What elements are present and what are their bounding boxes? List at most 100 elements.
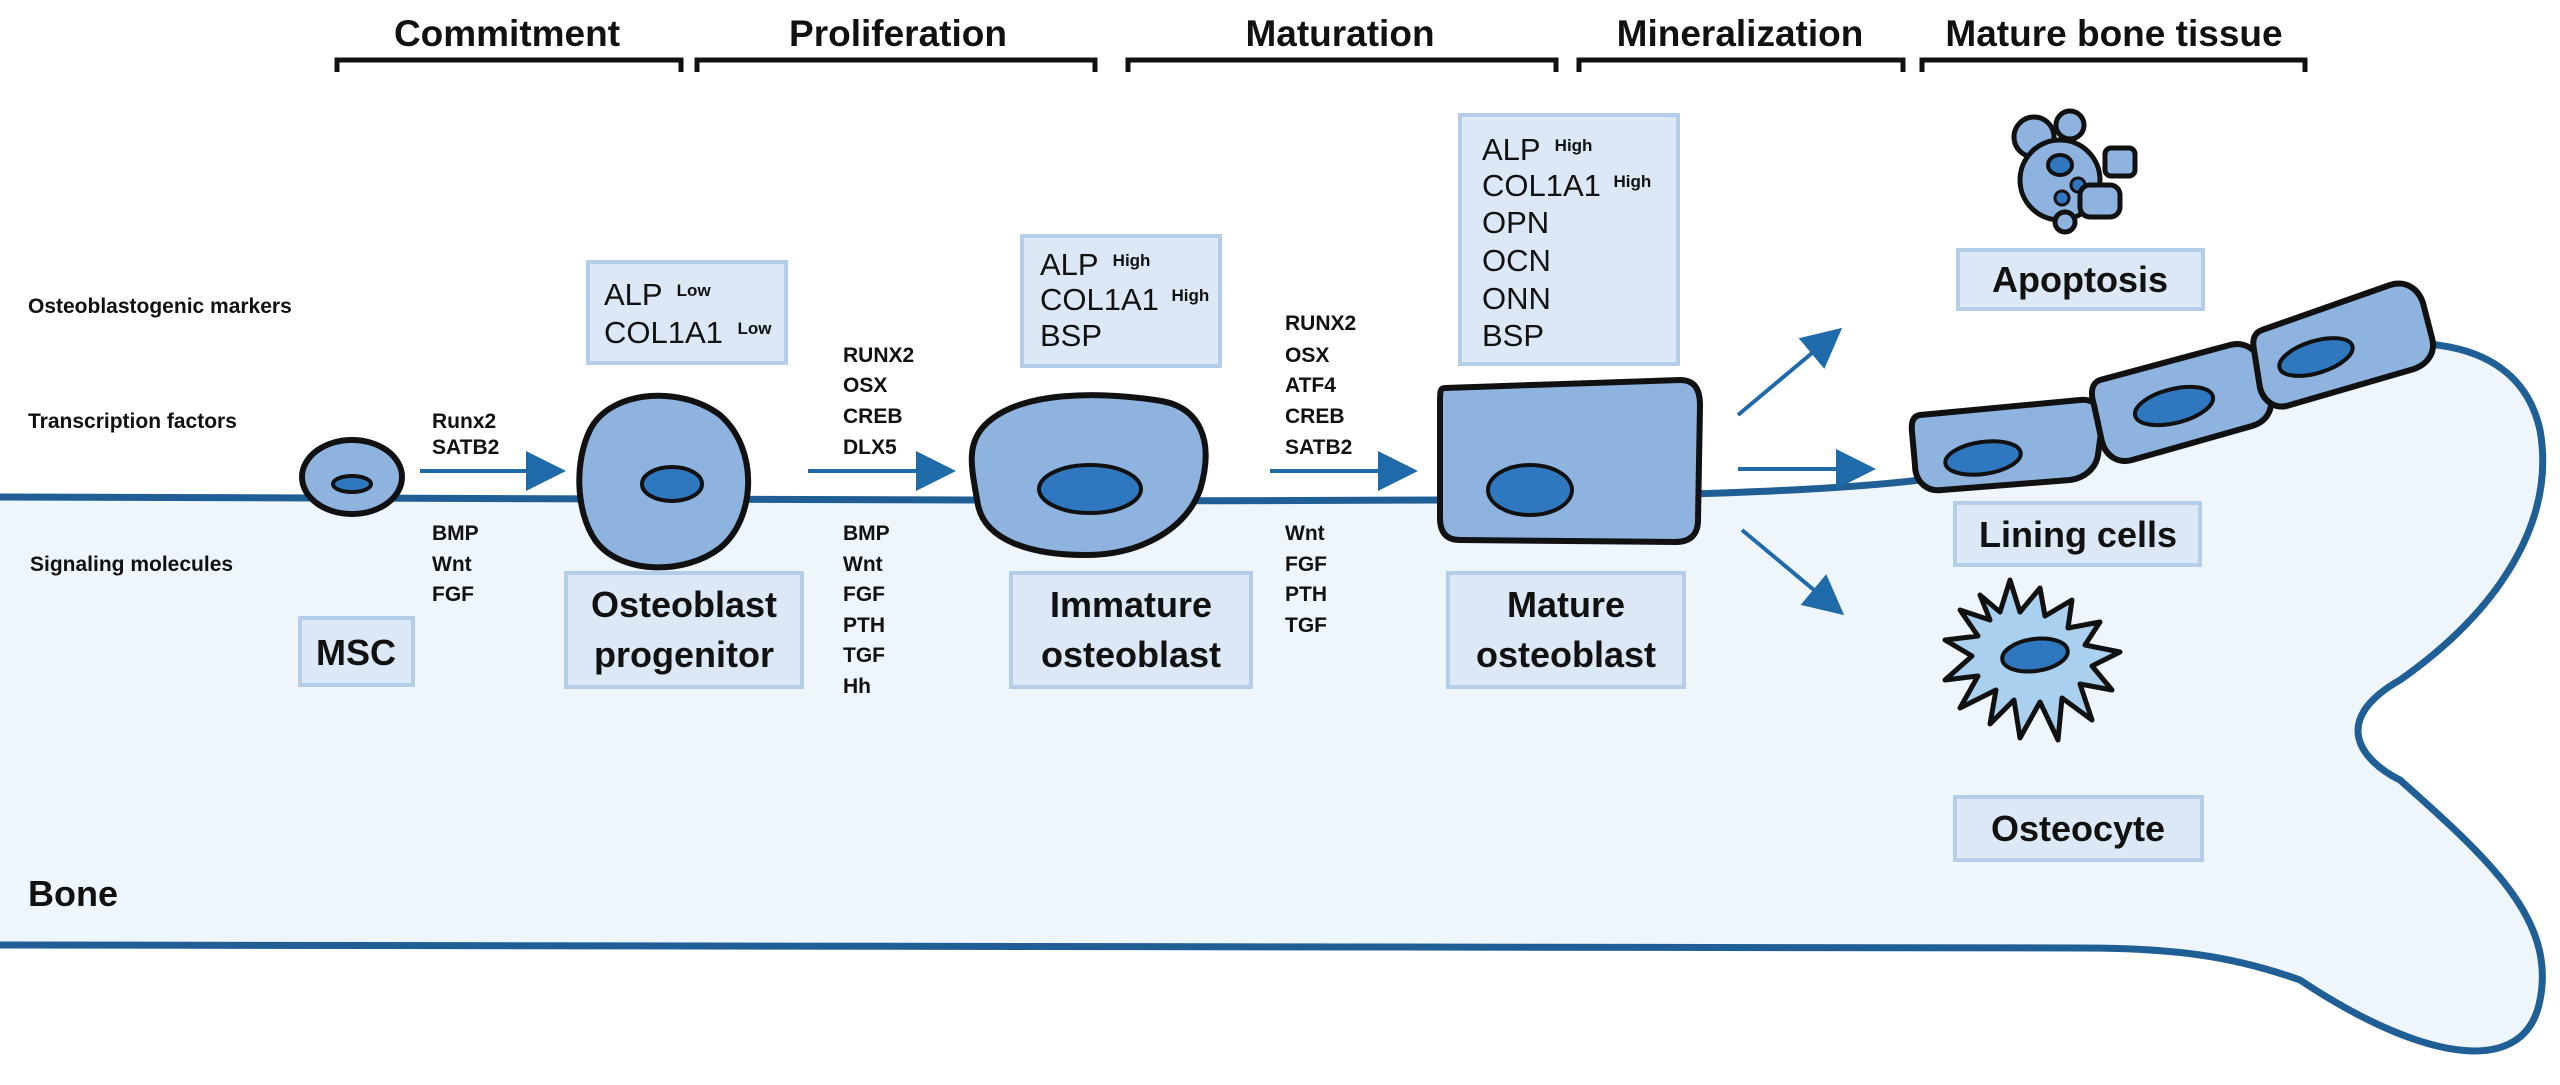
cell-name-immature-line1: Immature [1050,584,1212,625]
tf-step2-item: RUNX2 [843,344,914,367]
svg-text:COL1A1 Low: COL1A1 Low [604,315,772,350]
row-label-transcription: Transcription factors [28,410,237,433]
cell-name-progenitor-line2: progenitor [594,634,774,675]
signaling-step1: BMP Wnt FGF [432,522,479,606]
cell-label-msc: MSC [298,616,415,687]
marker-box-progenitor: ALP Low COL1A1 Low [586,260,788,365]
marker-level: High [1614,172,1652,191]
marker-name: COL1A1 [604,315,723,350]
svg-text:ALP High: ALP High [1482,132,1592,167]
stage-mature-bone-tissue: Mature bone tissue [1945,13,2282,54]
fate-name-lining: Lining cells [1979,514,2177,555]
arrow-to-osteocyte [1740,528,1845,616]
svg-text:COL1A1 High: COL1A1 High [1482,168,1651,203]
tf-step1-item: Runx2 [432,410,496,433]
cell-label-mature: Mature osteoblast [1446,571,1686,689]
marker-level: Low [738,319,773,338]
fate-name-apoptosis: Apoptosis [1992,259,2168,300]
bracket-proliferation [694,57,1098,72]
tf-step3-item: RUNX2 [1285,312,1356,335]
progression-arrows [420,327,1876,616]
transcription-factors-step3: RUNX2 OSX ATF4 CREB SATB2 [1285,312,1356,459]
marker-box-mature: ALP High COL1A1 High OPN OCN ONN BSP [1458,113,1680,366]
signaling-step3: Wnt FGF PTH TGF [1285,522,1327,637]
marker-name: ALP [604,277,662,312]
lining-cell-nucleus [2277,336,2355,378]
sig-step3-item: Wnt [1285,522,1325,545]
osteocyte-nucleus [2000,636,2070,674]
transcription-factors-step2: RUNX2 OSX CREB DLX5 [843,344,914,459]
osteocyte-cell [1942,577,2123,743]
sig-step3-item: TGF [1285,614,1327,637]
stage-commitment: Commitment [394,13,620,54]
marker-name: ALP [1482,132,1540,167]
svg-text:ALP Low: ALP Low [604,277,711,312]
sig-step2-item: FGF [843,583,885,606]
lining-cell-nucleus [2132,384,2216,428]
sig-step1-item: BMP [432,522,479,545]
svg-text:ALP High: ALP High [1040,247,1150,282]
marker-name: ALP [1040,247,1098,282]
bracket-mature-bone [1919,57,2308,72]
cell-name-progenitor-line1: Osteoblast [591,584,777,625]
sig-step1-item: Wnt [432,553,472,576]
bracket-maturation [1125,57,1559,72]
stage-brackets [334,57,2308,72]
tf-step3-item: CREB [1285,405,1345,428]
cell-name-mature-line1: Mature [1507,584,1625,625]
tf-step2-item: DLX5 [843,436,897,459]
sig-step2-item: PTH [843,614,885,637]
fate-label-lining: Lining cells [1953,501,2202,567]
mature-nucleus [1486,463,1574,517]
sig-step3-item: PTH [1285,583,1327,606]
marker-level: High [1555,136,1593,155]
bone-label: Bone [28,873,118,914]
marker-level: High [1172,286,1210,305]
cell-label-immature: Immature osteoblast [1009,571,1253,689]
marker-name: OCN [1482,243,1551,278]
row-label-signaling: Signaling molecules [30,553,233,576]
marker-name: ONN [1482,281,1551,316]
stage-mineralization: Mineralization [1617,13,1864,54]
bracket-mineralization [1576,57,1906,72]
row-label-markers: Osteoblastogenic markers [28,295,292,318]
cell-name-msc: MSC [316,632,396,673]
signaling-step2: BMP Wnt FGF PTH TGF Hh [843,522,890,698]
apoptotic-cell [2011,108,2138,235]
fate-name-osteocyte: Osteocyte [1991,808,2165,849]
sig-step3-item: FGF [1285,553,1327,576]
sig-step2-item: BMP [843,522,890,545]
fate-label-osteocyte: Osteocyte [1953,795,2204,862]
marker-name: COL1A1 [1040,282,1159,317]
tf-step3-item: OSX [1285,344,1329,367]
cell-name-mature-line2: osteoblast [1476,634,1656,675]
transcription-factors-step1: Runx2 SATB2 [432,410,499,459]
svg-text:COL1A1 High: COL1A1 High [1040,282,1209,317]
cell-label-progenitor: Osteoblast progenitor [564,571,804,689]
marker-box-immature: ALP High COL1A1 High BSP [1020,234,1222,368]
marker-name: BSP [1482,318,1544,353]
sig-step2-item: Hh [843,675,871,698]
arrow-to-apoptosis [1736,327,1843,417]
marker-name: COL1A1 [1482,168,1601,203]
stage-maturation: Maturation [1245,13,1434,54]
marker-level: Low [677,281,712,300]
marker-level: High [1113,251,1151,270]
lining-cells [1908,280,2436,494]
progenitor-nucleus [640,465,704,503]
sig-step2-item: Wnt [843,553,883,576]
immature-osteoblast-cell [968,392,1209,559]
mature-osteoblast-cell [1437,376,1704,546]
bracket-commitment [334,57,684,72]
msc-nucleus [331,474,373,494]
immature-nucleus [1037,463,1143,515]
tf-step2-item: CREB [843,405,903,428]
cell-name-immature-line2: osteoblast [1041,634,1221,675]
msc-cell [299,437,405,517]
tf-step2-item: OSX [843,374,887,397]
fate-label-apoptosis: Apoptosis [1956,248,2205,311]
marker-name: OPN [1482,205,1549,240]
tf-step3-item: ATF4 [1285,374,1336,397]
